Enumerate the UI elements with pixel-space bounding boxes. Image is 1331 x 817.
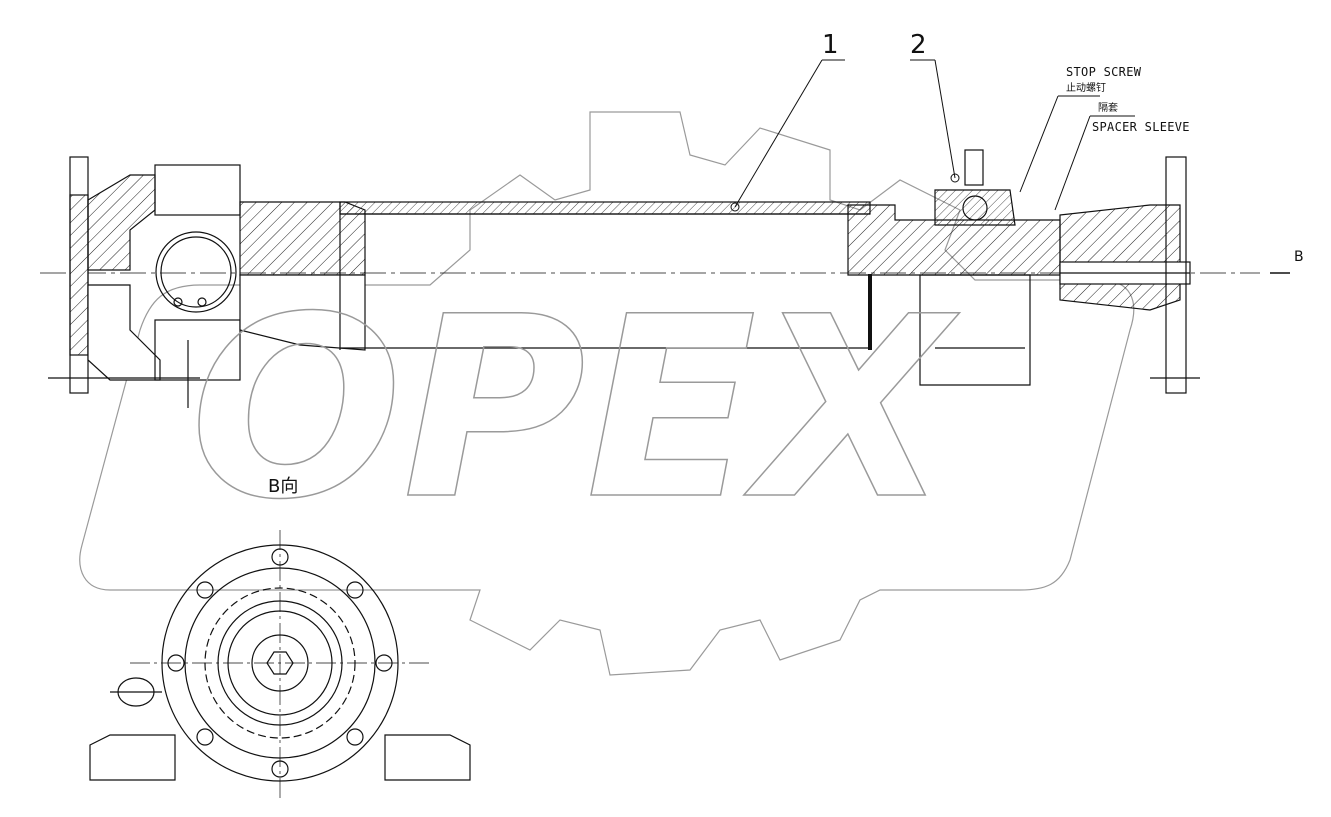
spacer-sleeve-label-cn: 隔套 <box>1098 103 1118 114</box>
spacer-sleeve-label: SPACER SLEEVE <box>1092 120 1190 134</box>
b-view <box>89 530 471 800</box>
stop-screw-label-cn: 止动螺钉 <box>1066 83 1106 94</box>
stop-screw-label: STOP SCREW <box>1066 65 1142 79</box>
main-view <box>40 149 1290 408</box>
callout-2: 2 <box>910 30 927 60</box>
section-arrow-label: B <box>1294 249 1304 265</box>
view-label: B向 <box>268 476 299 497</box>
callout-1: 1 <box>822 30 839 60</box>
callout-leaders <box>730 59 1135 212</box>
